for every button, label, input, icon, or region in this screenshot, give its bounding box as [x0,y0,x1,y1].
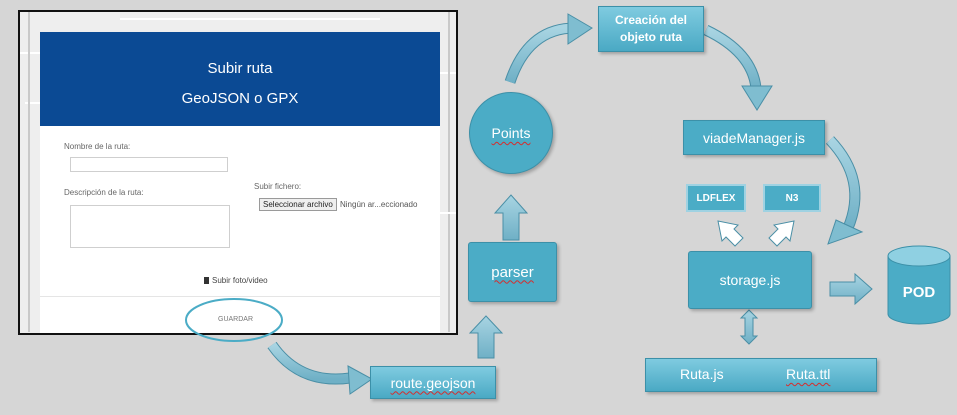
arrow-to-storage-fill [826,136,860,230]
pod-label: POD [902,283,936,301]
file-upload-label: Subir fichero: [254,182,302,191]
viademanager-label: viadeManager.js [703,129,805,146]
ruta-js-label: Ruta.js [680,366,724,382]
creacion-box: Creación del objeto ruta [598,6,704,52]
arrow-to-geojson-fill [268,342,351,384]
arrow-to-points [493,194,529,241]
upload-form: Subir ruta GeoJSON o GPX Nombre de la ru… [40,32,440,333]
route-description-textarea[interactable] [70,205,230,248]
route-description-label: Descripción de la ruta: [64,188,144,197]
arrow-storage-ruta [739,309,759,345]
n3-label: N3 [785,192,799,204]
form-divider [40,296,440,297]
arrow-to-creacion-fill [505,23,576,84]
map-street [440,212,456,214]
points-label: Points [491,125,531,141]
form-subtitle: GeoJSON o GPX [181,90,299,107]
form-header: Subir ruta GeoJSON o GPX [40,32,440,126]
storage-box: storage.js [688,251,812,309]
creacion-label: Creación del objeto ruta [614,12,688,44]
route-geojson-label: route.geojson [390,374,476,391]
viademanager-box: viadeManager.js [683,120,825,155]
ruta-ttl-label: Ruta.ttl [786,366,830,382]
upload-photo-link[interactable]: Subir foto/video [204,276,268,285]
file-status-text: Ningún ar...eccionado [340,200,418,209]
ldflex-label: LDFLEX [696,192,736,204]
arrow-to-storage-head [827,219,864,245]
pod-cylinder-body [887,256,951,325]
parser-label: parser [491,263,534,281]
route-name-label: Nombre de la ruta: [64,142,131,151]
arrow-to-parser [468,315,504,359]
upload-photo-label: Subir foto/video [212,276,268,285]
arrow-to-creacion-head [567,13,593,45]
highlight-ellipse [185,298,283,342]
n3-box: N3 [763,184,821,212]
parser-box: parser [468,242,557,302]
form-title: Subir ruta [207,60,273,77]
map-street [28,12,30,332]
ruta-ttl-text: Ruta.ttl [786,366,831,382]
arrow-to-geojson-head [347,365,373,395]
file-icon [204,277,209,284]
arrow-to-viade-fill [704,25,761,89]
map-street [20,52,40,54]
map-street [448,12,450,332]
pod-cylinder-top [887,245,951,267]
ruta-bar [645,358,877,392]
map-street [25,102,40,104]
ldflex-box: LDFLEX [686,184,746,212]
arrow-to-pod [829,272,873,306]
map-street [120,18,380,20]
arrow-to-n3 [768,220,795,247]
route-name-input[interactable] [70,157,228,172]
select-file-button[interactable]: Seleccionar archivo [259,198,337,211]
form-screenshot: Subir ruta GeoJSON o GPX Nombre de la ru… [18,10,458,335]
save-button[interactable]: GUARDAR [218,316,254,323]
arrow-to-viade-head [741,85,773,111]
route-geojson-box: route.geojson [370,366,496,399]
pod-label-wrap: POD [888,266,950,318]
storage-label: storage.js [719,272,781,288]
arrow-to-ldflex [717,220,744,247]
points-circle: Points [469,92,553,174]
